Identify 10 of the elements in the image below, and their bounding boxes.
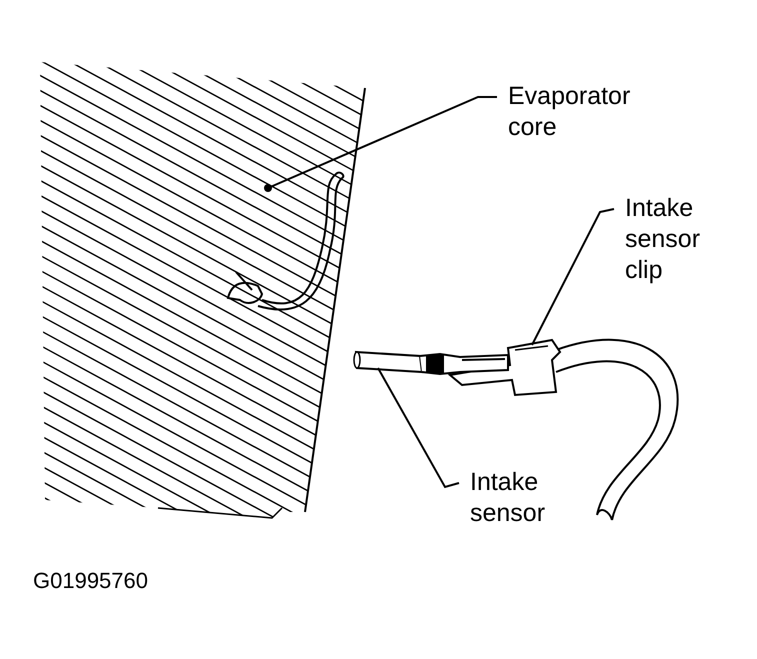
intake-sensor-drawing	[353, 350, 509, 375]
leader-line	[531, 208, 614, 346]
evaporator-core-drawing	[40, 62, 366, 519]
part-label: Evaporator core	[508, 81, 658, 143]
part-label: Intake sensor clip	[625, 193, 735, 286]
leader-line	[377, 368, 460, 488]
leader-line	[264, 96, 497, 192]
sensor-clip-drawing	[448, 338, 562, 396]
figure-code: G01995760	[33, 567, 148, 595]
part-label: Intake sensor	[470, 467, 580, 529]
